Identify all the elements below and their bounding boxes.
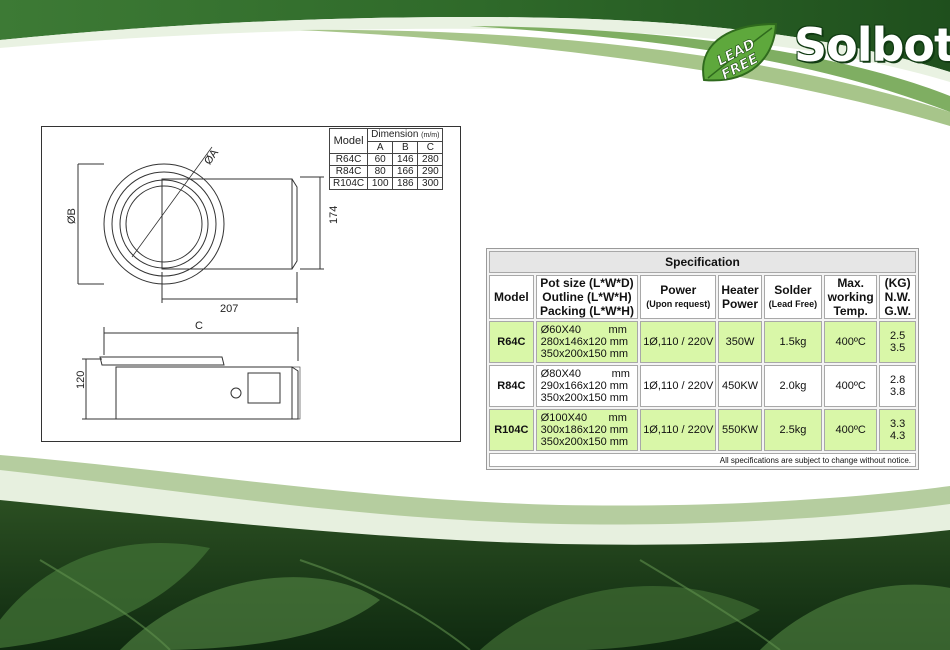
header-weight: (KG) N.W. G.W. [879, 275, 916, 319]
header-solder: Solder (Lead Free) [763, 275, 823, 319]
specification-panel: Specification Model Pot size (L*W*D) Out… [486, 248, 919, 470]
side-view-lip [99, 356, 225, 366]
header-banner [0, 0, 950, 126]
dim-header: Dimension (m/m) [367, 128, 444, 142]
dim-model-header: Model [328, 128, 369, 154]
spec-disclaimer: All specifications are subject to change… [489, 453, 916, 467]
table-row: R64C Ø60X40 mm 280x146x120 mm 350x200x15… [489, 321, 916, 363]
dimension-table: Model Dimension (m/m) A B C R64C 60 146 … [328, 128, 444, 190]
header-power: Power (Upon request) [640, 275, 717, 319]
outer-ring [103, 163, 225, 285]
label-height: 120 [75, 371, 87, 389]
dim-col-c: C [417, 141, 444, 154]
control-panel [247, 372, 281, 404]
top-view-edge [291, 178, 298, 270]
header-heater: Heater Power [718, 275, 762, 319]
top-view-body [161, 178, 293, 270]
dim-row: R64C 60 146 280 [328, 153, 444, 166]
control-knob [230, 387, 242, 399]
specification-table: Specification Model Pot size (L*W*D) Out… [487, 249, 918, 469]
header-temp: Max. working Temp. [824, 275, 878, 319]
drawing-svg: ØB ØA 174 207 C 120 [66, 146, 340, 420]
label-depth: 174 [328, 206, 340, 224]
header-pot-size: Pot size (L*W*D) Outline (L*W*H) Packing… [535, 275, 639, 319]
brand-logo: LEAD FREE Solbot [694, 18, 950, 88]
table-row: R104C Ø100X40 mm 300x186x120 mm 350x200x… [489, 409, 916, 451]
header-model: Model [489, 275, 534, 319]
spec-title: Specification [489, 251, 916, 273]
label-width: 207 [220, 303, 238, 315]
pot-ring [125, 185, 203, 263]
label-length: C [195, 320, 203, 332]
dim-col-b: B [392, 141, 419, 154]
side-view-body [115, 366, 293, 420]
label-diameter-a: ØA [202, 147, 221, 167]
lead-free-leaf-icon: LEAD FREE [702, 22, 778, 84]
label-diameter-b: ØB [66, 208, 78, 224]
mid-ring [111, 171, 217, 277]
dim-row: R104C 100 186 300 [328, 177, 444, 190]
diameter-a-line [131, 146, 213, 258]
spec-header-row: Model Pot size (L*W*D) Outline (L*W*H) P… [489, 275, 916, 319]
dim-row: R84C 80 166 290 [328, 165, 444, 178]
table-row: R84C Ø80X40 mm 290x166x120 mm 350x200x15… [489, 365, 916, 407]
brand-name: Solbot [794, 18, 950, 72]
inner-ring [119, 179, 209, 269]
dim-col-a: A [367, 141, 394, 154]
